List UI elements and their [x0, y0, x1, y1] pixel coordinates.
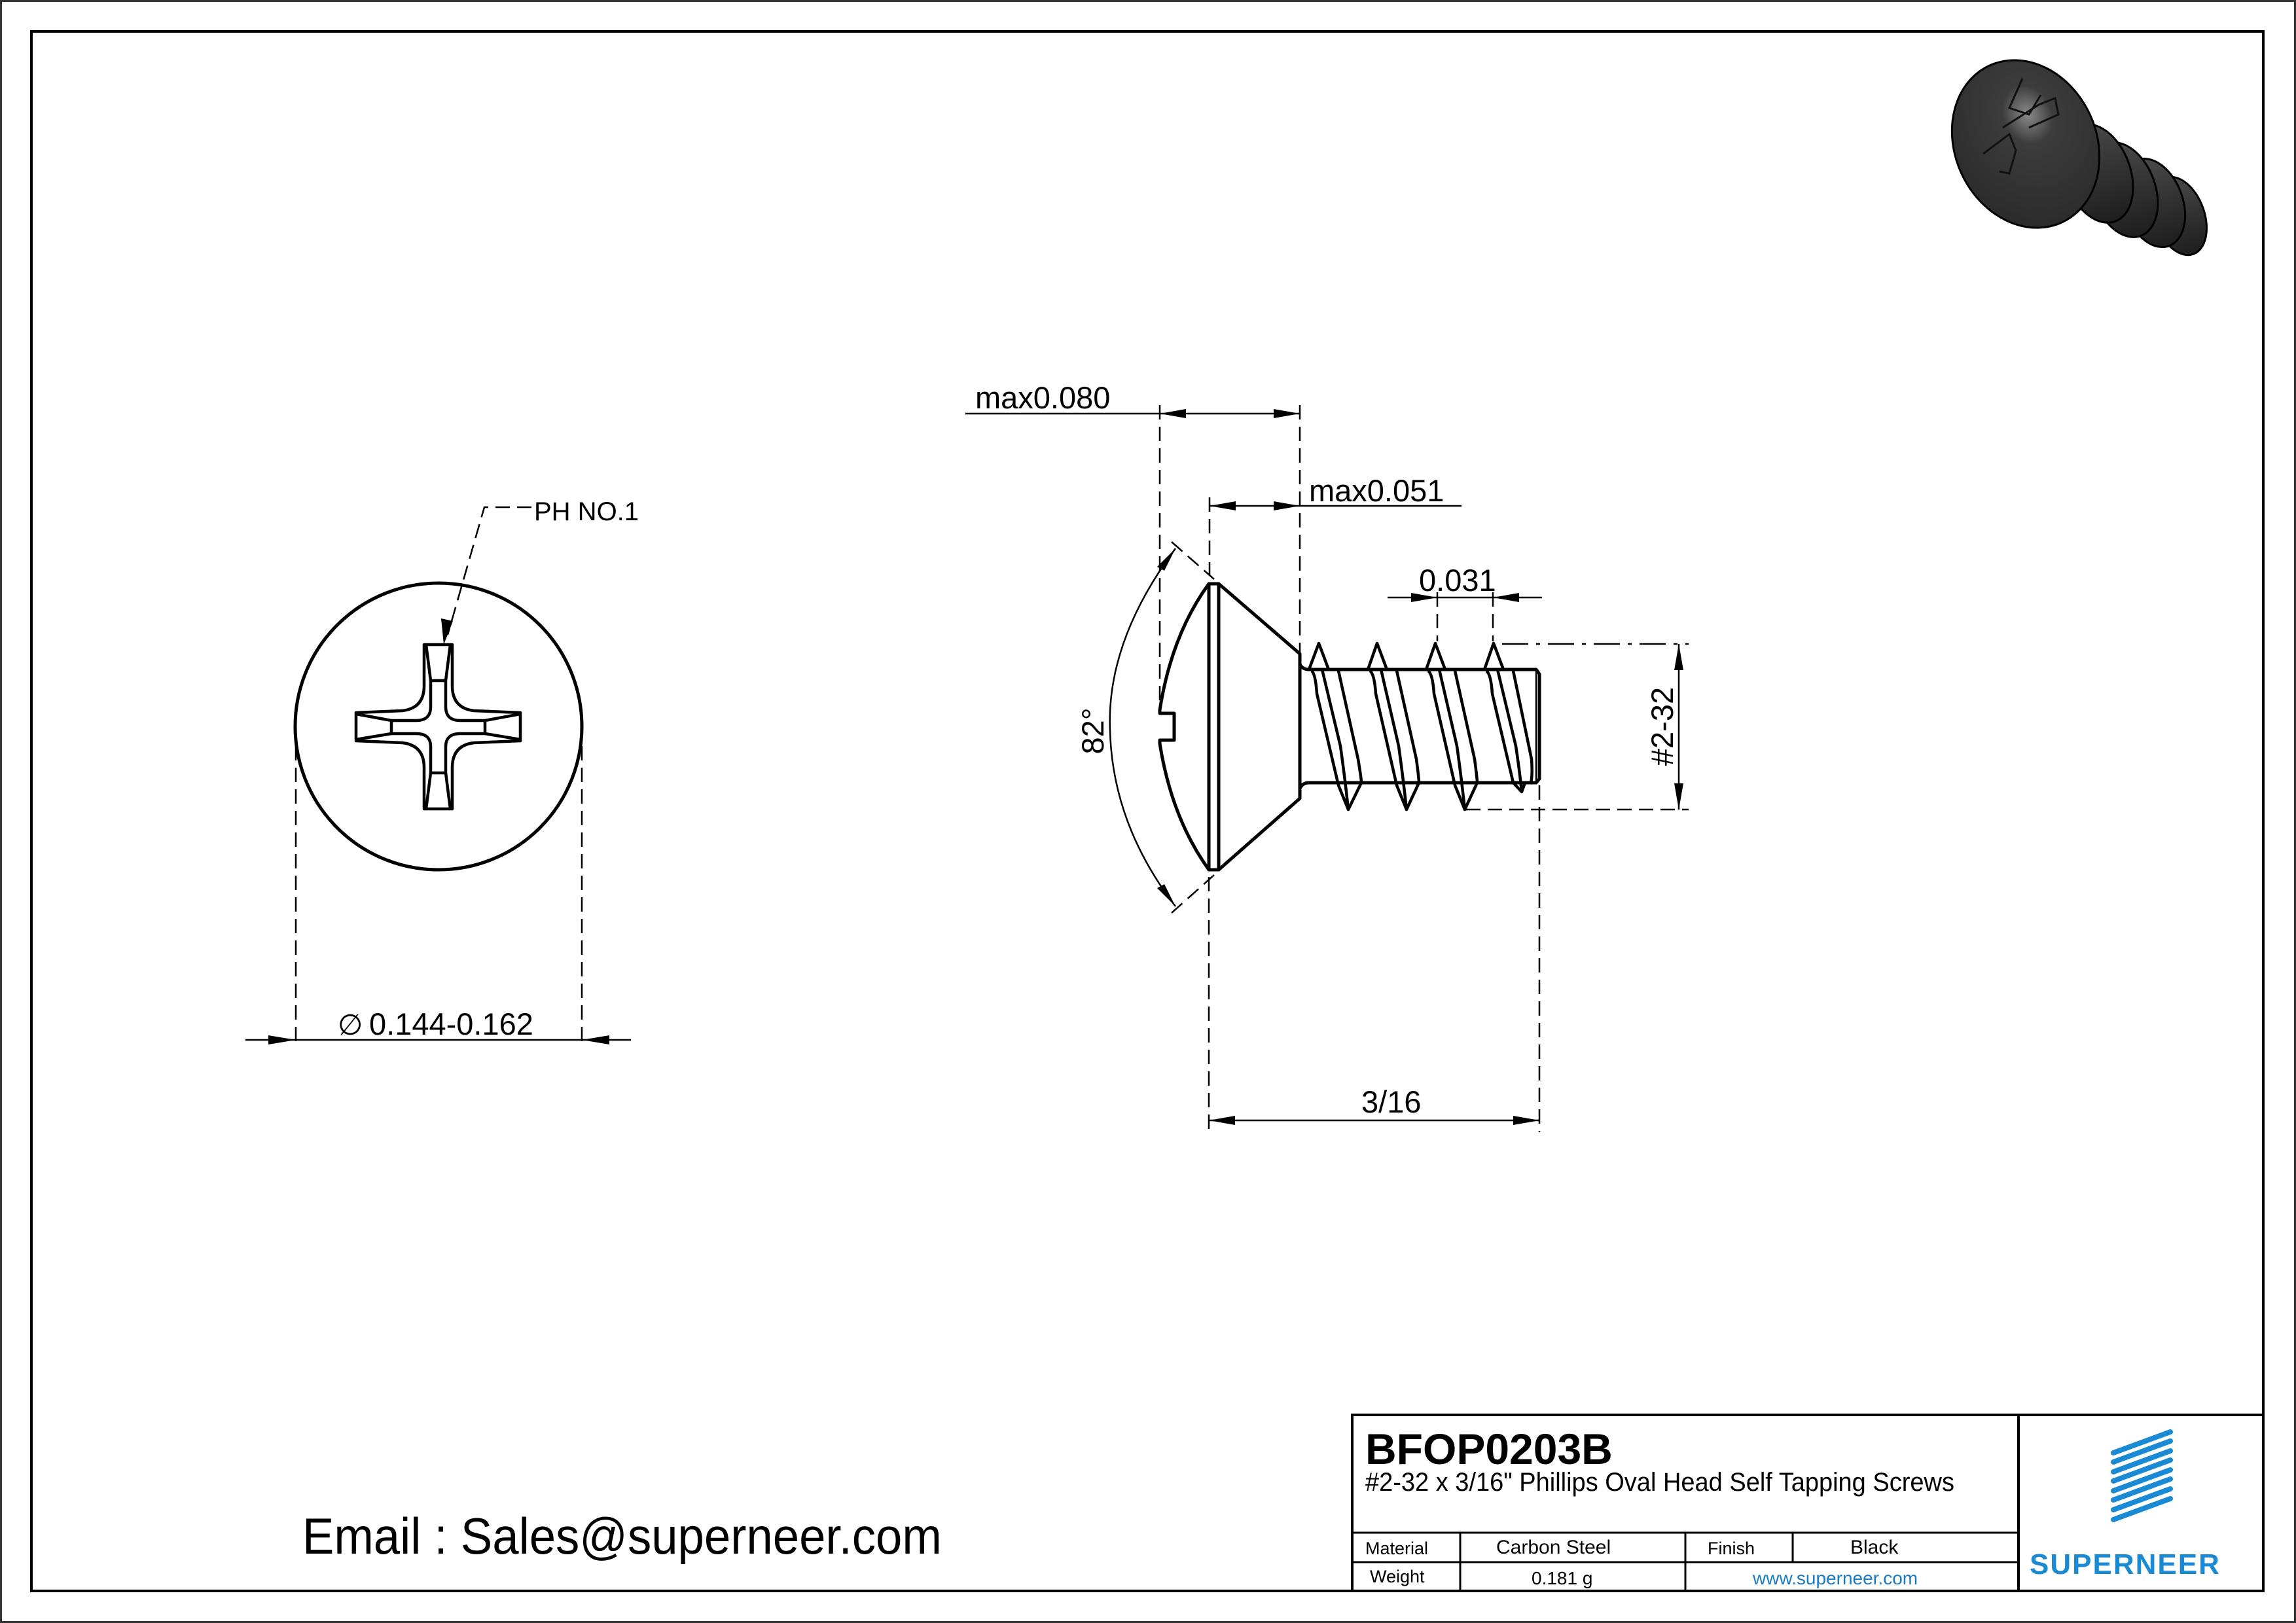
contact-email: Email : Sales@superneer.com [302, 1507, 942, 1565]
head-angle-dimension: 82° [1075, 707, 1110, 754]
thread-size-dimension: #2-32 [1645, 687, 1679, 766]
head-height-dimension: max0.080 [975, 380, 1110, 415]
material-label: Material [1365, 1539, 1429, 1558]
top-view: PH NO.1 ∅ 0.144-0.162 [245, 497, 639, 1048]
material-value: Carbon Steel [1496, 1537, 1611, 1558]
angle-arc [1109, 548, 1177, 907]
finish-label: Finish [1708, 1539, 1755, 1558]
screw-3d-render [1950, 59, 2208, 257]
diameter-symbol: ∅ [338, 1009, 363, 1041]
finish-value: Black [1850, 1537, 1899, 1558]
weight-label: Weight [1370, 1567, 1425, 1586]
part-number: BFOP0203B [1365, 1425, 1613, 1473]
countersink-dimension: max0.051 [1309, 473, 1444, 508]
thread-pitch-dimension: 0.031 [1419, 563, 1496, 597]
weight-value: 0.181 g [1532, 1568, 1593, 1588]
drive-type-label: PH NO.1 [534, 497, 639, 526]
inner-frame [30, 30, 2265, 1592]
head-profile [1158, 582, 1302, 872]
title-block-grid [1351, 1414, 2265, 1592]
phillips-recess-icon [354, 643, 522, 811]
head-outline [293, 581, 584, 872]
thread-crests [1307, 641, 1534, 812]
part-description: #2-32 x 3/16" Phillips Oval Head Self Ta… [1365, 1468, 1954, 1497]
website-link[interactable]: www.superneer.com [1753, 1568, 1918, 1588]
length-dimension: 3/16 [1361, 1084, 1421, 1119]
leader-arrowhead-icon [441, 618, 453, 645]
superneer-logo-icon [2111, 1429, 2173, 1522]
brand-name: SUPERNEER [2030, 1548, 2221, 1580]
shank-outline [1298, 662, 1541, 791]
side-view: max0.080 max0.051 0.031 82° #2-32 [965, 380, 1689, 1132]
drive-leader-line [446, 506, 531, 635]
diameter-dimension: 0.144-0.162 [369, 1007, 533, 1041]
